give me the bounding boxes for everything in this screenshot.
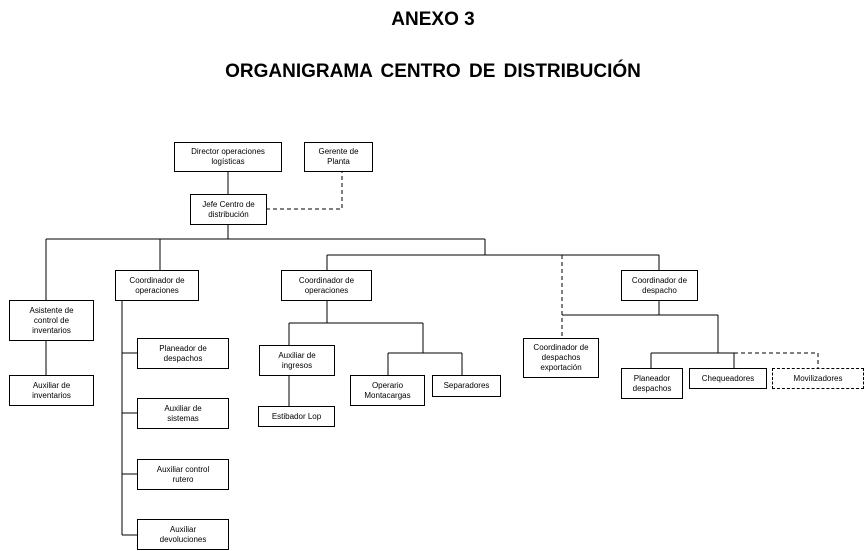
node-coordinador-operaciones-2: Coordinador de operaciones (281, 270, 372, 301)
node-chequeadores: Chequeadores (689, 368, 767, 389)
node-jefe-centro: Jefe Centro de distribución (190, 194, 267, 225)
node-planeador-despachos-1: Planeador de despachos (137, 338, 229, 369)
node-auxiliar-inventarios: Auxiliar de inventarios (9, 375, 94, 406)
node-auxiliar-control-rutero: Auxiliar control rutero (137, 459, 229, 490)
node-operario-montacargas: Operario Montacargas (350, 375, 425, 406)
node-separadores: Separadores (432, 375, 501, 397)
node-estibador: Estibador Lop (258, 406, 335, 427)
node-coordinador-despachos-exportacion: Coordinador de despachos exportación (523, 338, 599, 378)
node-gerente-planta: Gerente de Planta (304, 142, 373, 172)
node-coordinador-operaciones-1: Coordinador de operaciones (115, 270, 199, 301)
node-director-operaciones: Director operaciones logísticas (174, 142, 282, 172)
page-title: ORGANIGRAMA CENTRO DE DISTRIBUCIÓN (225, 61, 641, 82)
node-coordinador-despacho: Coordinador de despacho (621, 270, 698, 301)
node-auxiliar-devoluciones: Auxiliar devoluciones (137, 519, 229, 550)
annex-heading: ANEXO 3 (391, 9, 475, 30)
node-auxiliar-sistemas: Auxiliar de sistemas (137, 398, 229, 429)
dashed-connector (266, 171, 343, 210)
node-asistente-inventarios: Asistente de control de inventarios (9, 300, 94, 341)
dashed-connector (734, 352, 819, 368)
node-auxiliar-ingresos: Auxiliar de ingresos (259, 345, 335, 376)
node-movilizadores: Movilizadores (772, 368, 864, 389)
node-planeador-despachos-2: Planeador despachos (621, 368, 683, 399)
